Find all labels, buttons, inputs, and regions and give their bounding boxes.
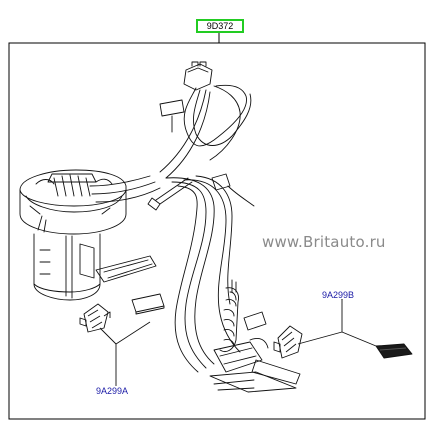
fuel-level-sensor-right-illustration [273,300,413,359]
part-number-top[interactable]: 9D372 [196,19,244,33]
part-number-left-sensor[interactable]: 9A299A [96,386,129,396]
fuel-pump-assembly-illustration [19,61,301,393]
part-number-right-sensor[interactable]: 9A299B [322,290,355,300]
watermark-text: www.Britauto.ru [262,233,386,251]
diagram-frame [8,42,426,420]
fuel-level-sensor-left-illustration [79,293,165,386]
